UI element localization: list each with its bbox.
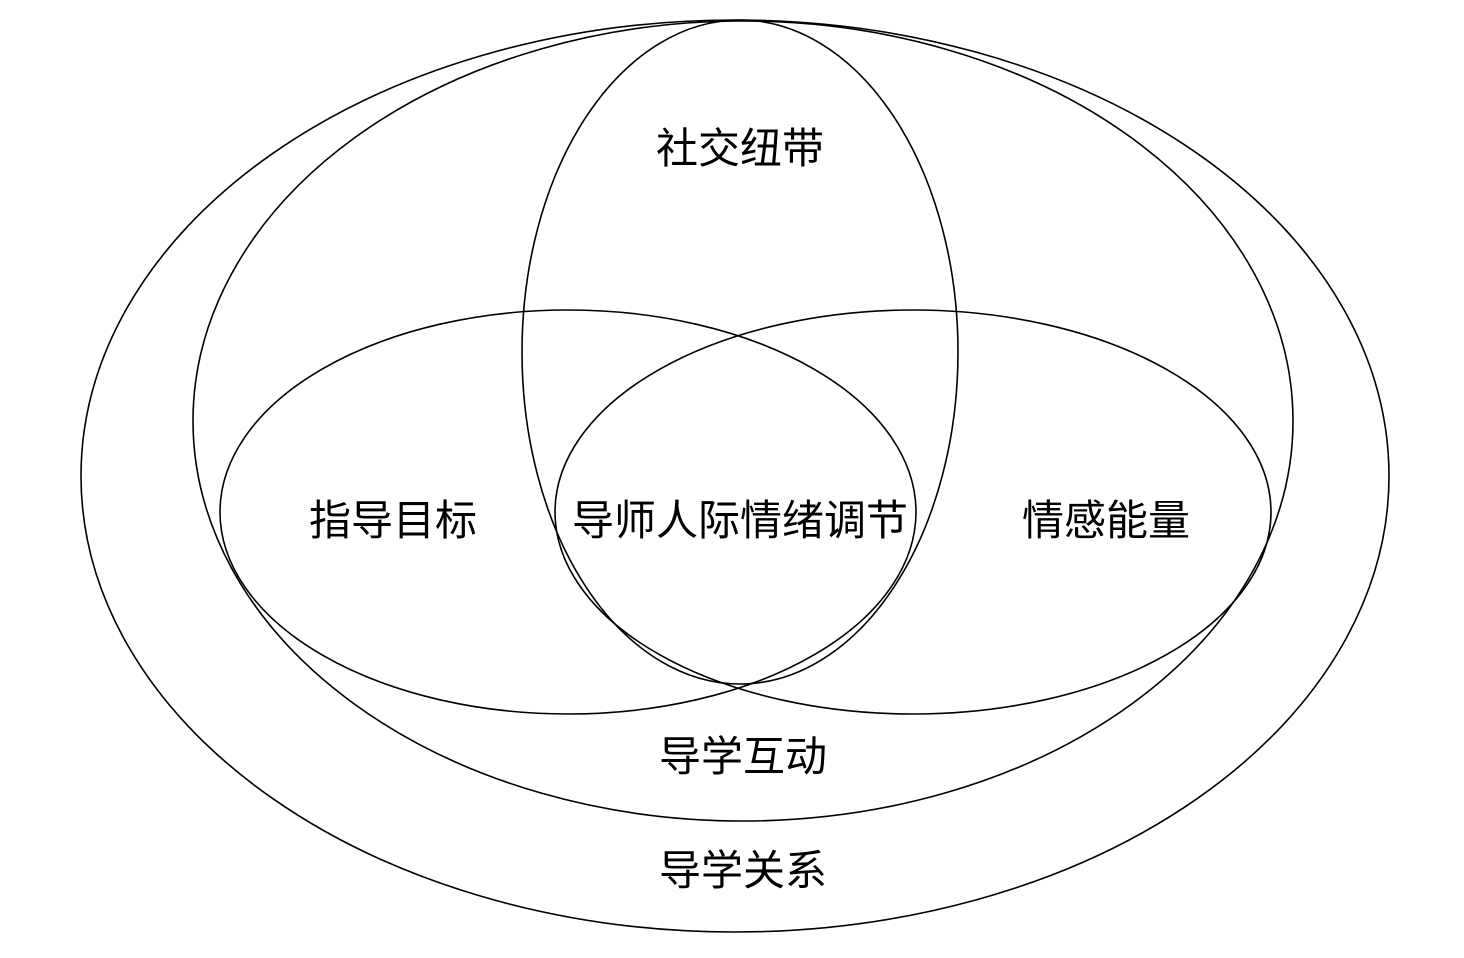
- label-emotional-energy: 情感能量: [1022, 496, 1190, 545]
- label-core: 导师人际情绪调节: [572, 496, 908, 545]
- interaction-ellipse: [192, 20, 1294, 822]
- emotional-energy-ellipse: [554, 309, 1272, 715]
- guidance-goal-ellipse: [219, 309, 917, 715]
- label-guidance-goal: 指导目标: [309, 496, 477, 545]
- social-bond-ellipse: [521, 19, 959, 685]
- label-relationship: 导学关系: [659, 846, 827, 895]
- label-social-bond: 社交纽带: [656, 124, 824, 173]
- label-interaction: 导学互动: [659, 732, 827, 781]
